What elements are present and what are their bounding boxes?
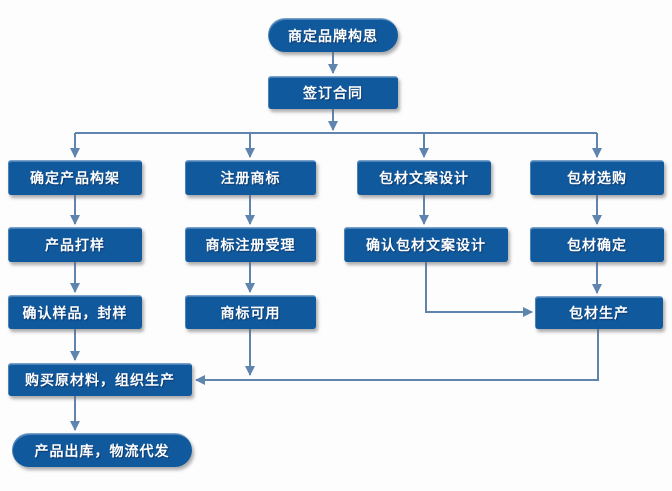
flow-node-label-trademark-usable: 商标可用 bbox=[220, 304, 281, 321]
flow-node-trademark-registration-acceptance: 商标注册受理 bbox=[185, 227, 316, 262]
flow-node-label-packaging-production: 包材生产 bbox=[569, 305, 629, 321]
flow-node-sign-contract: 签订合同 bbox=[268, 76, 398, 109]
flow-node-label-purchase-materials-production: 购买原材料，组织生产 bbox=[25, 372, 175, 388]
flow-node-label-brand-concept: 商定品牌构思 bbox=[288, 27, 378, 44]
flow-node-label-sign-contract: 签订合同 bbox=[303, 85, 363, 101]
flow-node-define-product-structure: 确定产品构架 bbox=[8, 160, 142, 195]
flow-node-label-product-sampling: 产品打样 bbox=[45, 237, 105, 253]
connector-production-to-purchase-materials bbox=[195, 329, 599, 385]
flow-node-label-packaging-copy-design: 包材文案设计 bbox=[379, 170, 469, 186]
flow-node-confirm-sample-seal: 确认样品，封样 bbox=[8, 295, 142, 329]
flow-node-purchase-materials-production: 购买原材料，组织生产 bbox=[8, 363, 192, 396]
flow-node-trademark-usable: 商标可用 bbox=[185, 295, 316, 329]
flow-node-label-trademark-registration-acceptance: 商标注册受理 bbox=[205, 237, 296, 253]
flow-node-brand-concept: 商定品牌构思 bbox=[268, 18, 398, 52]
connector-confirm-copy-to-packaging-production bbox=[425, 262, 533, 317]
flow-node-label-packaging-confirmed: 包材确定 bbox=[567, 237, 627, 253]
flow-node-packaging-purchase: 包材选购 bbox=[530, 160, 664, 195]
flow-node-confirm-packaging-copy-design: 确认包材文案设计 bbox=[344, 227, 508, 262]
flow-node-label-register-trademark: 注册商标 bbox=[220, 170, 281, 186]
flow-node-label-confirm-packaging-copy-design: 确认包材文案设计 bbox=[366, 237, 486, 253]
flow-node-packaging-copy-design: 包材文案设计 bbox=[357, 160, 491, 195]
flow-node-product-sampling: 产品打样 bbox=[8, 227, 142, 262]
flow-node-packaging-confirmed: 包材确定 bbox=[530, 227, 664, 262]
flow-node-register-trademark: 注册商标 bbox=[185, 160, 316, 195]
flow-node-label-confirm-sample-seal: 确认样品，封样 bbox=[22, 304, 128, 321]
flow-node-product-outbound-logistics: 产品出库，物流代发 bbox=[12, 433, 192, 467]
flow-node-label-define-product-structure: 确定产品构架 bbox=[30, 170, 120, 186]
flow-node-label-packaging-purchase: 包材选购 bbox=[567, 170, 627, 186]
flow-node-packaging-production: 包材生产 bbox=[535, 296, 663, 329]
flow-node-label-product-outbound-logistics: 产品出库，物流代发 bbox=[34, 442, 170, 459]
